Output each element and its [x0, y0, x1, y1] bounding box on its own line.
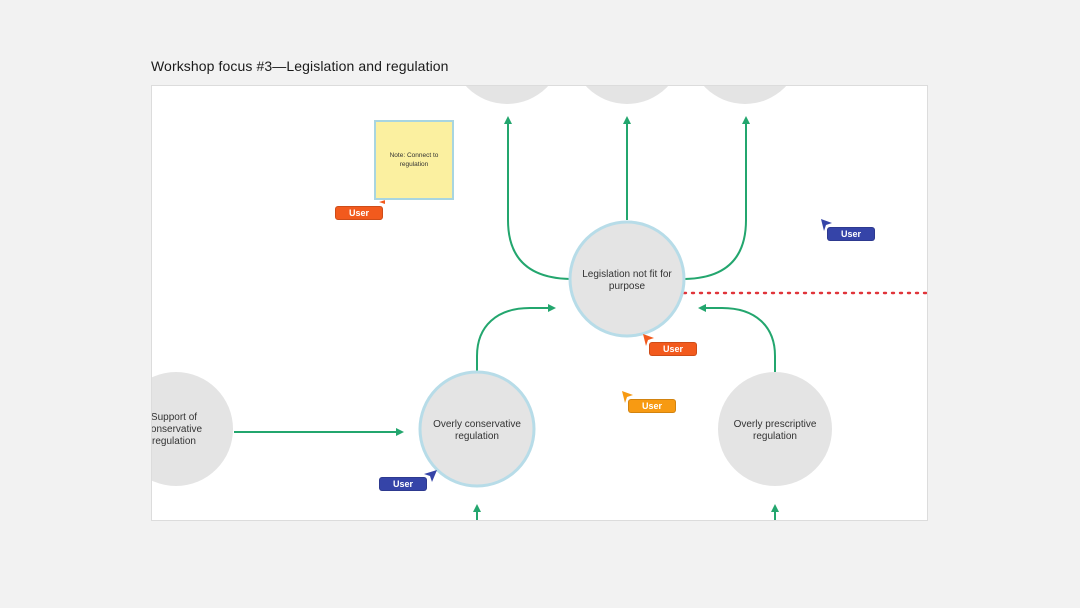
- node-label-center: Legislation not fit for purpose: [582, 269, 672, 292]
- arrow-prescriptive-to-center[interactable]: [698, 304, 776, 372]
- node-overly-prescriptive[interactable]: [718, 372, 832, 486]
- arrow-conservative-to-center[interactable]: [476, 304, 556, 372]
- sticky-note-text: Note: Connect to regulation: [389, 152, 439, 168]
- user-tag: User: [827, 227, 875, 241]
- node-support-conservative[interactable]: [152, 372, 233, 486]
- node-overly-conservative[interactable]: [418, 370, 536, 488]
- user-tag: User: [379, 477, 427, 491]
- top-node-left[interactable]: [451, 86, 563, 104]
- top-node-middle[interactable]: [571, 86, 683, 104]
- user-tag: User: [649, 342, 697, 356]
- user-cursor-3: User: [642, 333, 697, 361]
- node-legislation-not-fit[interactable]: [568, 220, 686, 338]
- cursor-pointer-icon: [643, 334, 654, 346]
- arrow-center-to-top-right[interactable]: [684, 116, 750, 280]
- user-cursor-4: User: [621, 390, 676, 418]
- user-tag: User: [335, 206, 383, 220]
- node-label-prescriptive: Overly prescriptive regulation: [733, 419, 817, 442]
- node-label-conservative: Overly conservative regulation: [433, 419, 521, 442]
- whiteboard-canvas[interactable]: Legislation not fit for purpose Support …: [151, 85, 928, 521]
- connector-layer: [152, 86, 927, 520]
- arrow-center-to-top-left[interactable]: [504, 116, 571, 280]
- sticky-note[interactable]: Note: Connect to regulation: [374, 120, 454, 200]
- node-label-support: Support of conservative regulation: [151, 412, 203, 447]
- user-cursor-5: User: [379, 468, 437, 496]
- cursor-pointer-icon: [379, 200, 385, 204]
- user-cursor-1: User: [335, 196, 385, 224]
- page-title: Workshop focus #3—Legislation and regula…: [151, 58, 449, 74]
- cursor-pointer-icon: [622, 391, 633, 403]
- top-node-right[interactable]: [689, 86, 801, 104]
- cursor-pointer-icon: [821, 219, 832, 231]
- user-tag: User: [628, 399, 676, 413]
- user-cursor-2: User: [820, 218, 875, 246]
- cursor-pointer-icon: [424, 470, 437, 482]
